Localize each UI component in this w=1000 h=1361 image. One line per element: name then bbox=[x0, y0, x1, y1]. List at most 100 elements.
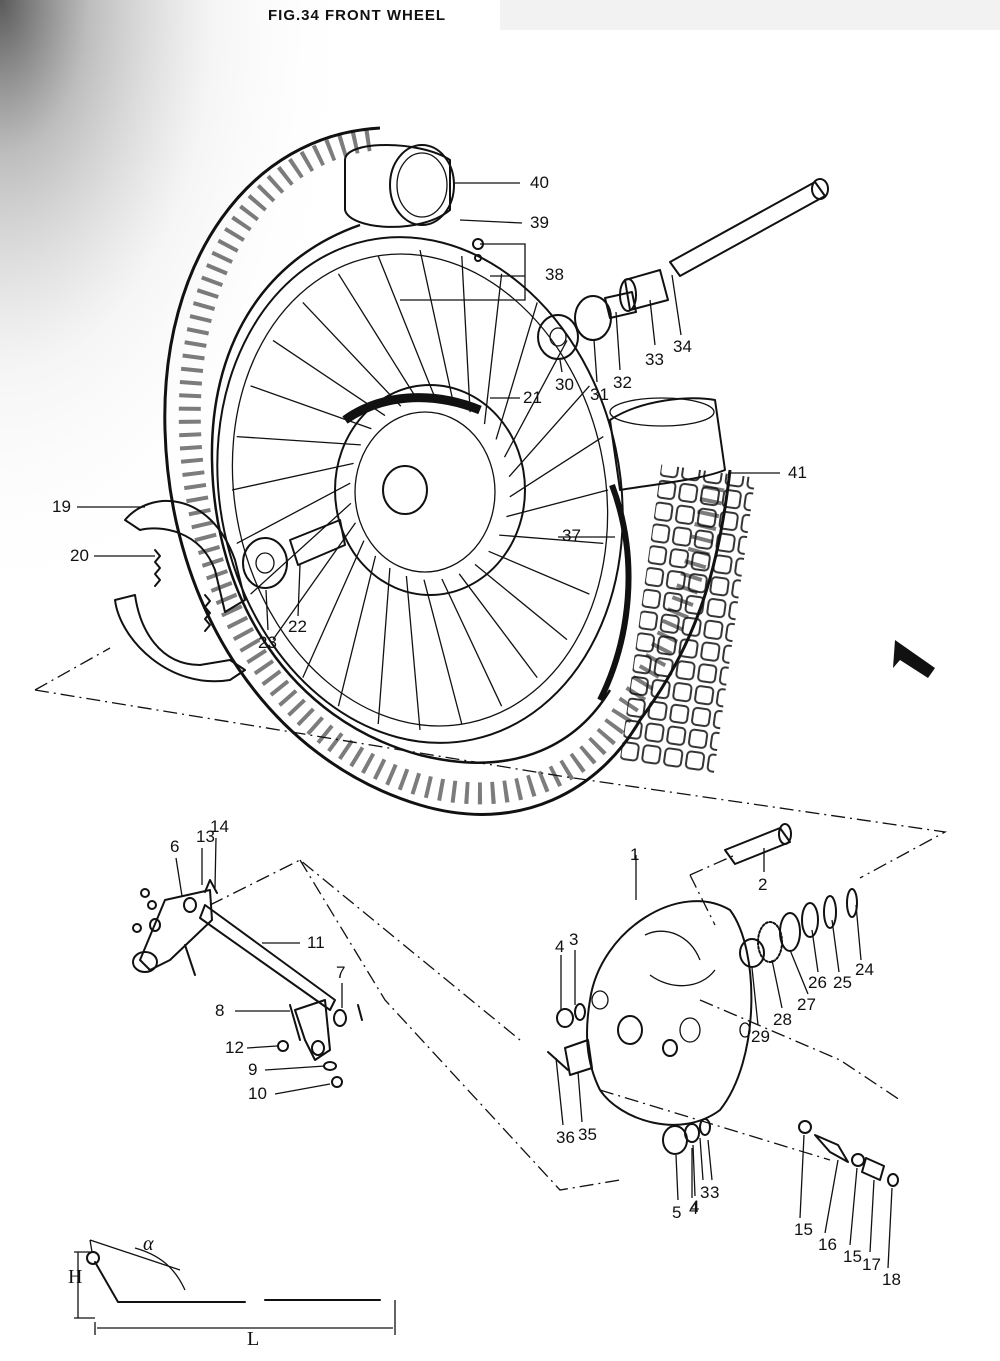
hub-flange bbox=[334, 384, 526, 596]
callout-22: 22 bbox=[288, 617, 307, 636]
leader-line bbox=[246, 1045, 278, 1049]
spoke bbox=[423, 579, 463, 725]
leader-line bbox=[265, 589, 269, 631]
nut-7 bbox=[333, 1009, 347, 1027]
spoke bbox=[458, 573, 538, 678]
callout-4: 4 bbox=[689, 1199, 698, 1218]
pin-13 bbox=[204, 879, 218, 894]
leader-bracket bbox=[400, 243, 526, 301]
hub-drum bbox=[354, 411, 496, 573]
callout-12: 12 bbox=[225, 1038, 244, 1057]
washer bbox=[823, 895, 837, 929]
spoke bbox=[272, 522, 357, 640]
callout-20: 20 bbox=[70, 546, 89, 565]
leader-line bbox=[675, 1154, 679, 1201]
callout-15: 15 bbox=[843, 1247, 862, 1266]
dim-alpha: α bbox=[143, 1233, 154, 1255]
spoke bbox=[236, 482, 351, 544]
callout-3: 3 bbox=[710, 1183, 719, 1202]
brake-shoe-lower bbox=[114, 594, 246, 683]
callout-28: 28 bbox=[773, 1010, 792, 1029]
callout-17: 17 bbox=[862, 1255, 881, 1274]
callout-24: 24 bbox=[855, 960, 874, 979]
callout-6: 6 bbox=[170, 837, 179, 856]
callout-23: 23 bbox=[258, 633, 277, 652]
spacer-right bbox=[604, 291, 637, 319]
leader-line bbox=[824, 1159, 839, 1234]
callout-32: 32 bbox=[613, 373, 632, 392]
nut-17 bbox=[861, 1157, 885, 1181]
washer-4b bbox=[684, 1123, 700, 1143]
spoke bbox=[499, 534, 604, 545]
spoke bbox=[231, 462, 354, 491]
washer-4 bbox=[556, 1008, 574, 1028]
callout-36: 36 bbox=[556, 1128, 575, 1147]
cam-parts bbox=[798, 1120, 899, 1187]
bolt bbox=[184, 944, 196, 976]
axle-sleeve bbox=[724, 827, 791, 865]
callout-19: 19 bbox=[52, 497, 71, 516]
brake-shoe-upper bbox=[124, 500, 246, 613]
leader-lines bbox=[77, 182, 893, 1269]
callout-11: 11 bbox=[307, 933, 325, 952]
brake-spring-1 bbox=[154, 549, 161, 587]
callout-4: 4 bbox=[690, 1197, 699, 1216]
forward-arrow: FWD bbox=[893, 640, 935, 678]
axle-assembly bbox=[537, 178, 829, 360]
bearing-right bbox=[537, 314, 579, 360]
bush-5 bbox=[662, 1125, 688, 1155]
washer-9 bbox=[323, 1061, 337, 1071]
rim-tape bbox=[609, 397, 726, 491]
callout-37: 37 bbox=[562, 526, 581, 545]
callout-27: 27 bbox=[797, 995, 816, 1014]
axle bbox=[669, 181, 826, 277]
valve-cap bbox=[344, 144, 455, 228]
spoke bbox=[337, 555, 377, 707]
leader-line bbox=[559, 359, 563, 373]
cotter-10 bbox=[331, 1076, 343, 1088]
tire-inner bbox=[210, 223, 612, 764]
spoke bbox=[495, 302, 538, 440]
rim-inner bbox=[231, 253, 609, 727]
hub-rim-shade bbox=[342, 393, 482, 424]
brake-arm-8 bbox=[294, 999, 331, 1061]
callout-30: 30 bbox=[555, 375, 574, 394]
leader-line bbox=[789, 949, 809, 995]
callout-8: 8 bbox=[215, 1001, 224, 1020]
brake-rod-assembly bbox=[132, 879, 363, 1088]
leader-line bbox=[831, 919, 840, 973]
front-wheel bbox=[163, 126, 756, 816]
leader-line bbox=[699, 1137, 704, 1181]
spoke bbox=[441, 578, 503, 707]
spacer bbox=[779, 912, 801, 952]
hub-bore bbox=[382, 465, 428, 515]
spoke bbox=[250, 502, 352, 595]
leader-line bbox=[274, 1083, 331, 1095]
callout-26: 26 bbox=[808, 973, 827, 992]
figure-title: FIG.34 FRONT WHEEL bbox=[268, 7, 446, 24]
leader-line bbox=[555, 1057, 564, 1126]
leader-line bbox=[593, 339, 598, 383]
callout-9: 9 bbox=[248, 1060, 257, 1079]
rim-screws bbox=[472, 238, 484, 262]
callout-39: 39 bbox=[530, 213, 549, 232]
leader-line bbox=[649, 299, 656, 346]
callout-33: 33 bbox=[645, 350, 664, 369]
washer-18 bbox=[887, 1173, 899, 1187]
callout-35: 35 bbox=[578, 1125, 597, 1144]
callout-4: 4 bbox=[555, 937, 564, 956]
leader-line bbox=[811, 929, 819, 973]
leader-line bbox=[175, 857, 183, 897]
leader-line bbox=[771, 959, 783, 1009]
spoke bbox=[474, 563, 568, 641]
brake-shoes bbox=[114, 500, 246, 683]
spoke bbox=[405, 575, 421, 731]
leader-line bbox=[264, 1065, 326, 1071]
brake-rod bbox=[199, 904, 336, 1011]
leader-line bbox=[887, 1187, 893, 1269]
leader-line bbox=[297, 564, 301, 617]
spoke bbox=[337, 273, 419, 402]
callout-29: 29 bbox=[751, 1027, 770, 1046]
spoke bbox=[483, 273, 503, 425]
